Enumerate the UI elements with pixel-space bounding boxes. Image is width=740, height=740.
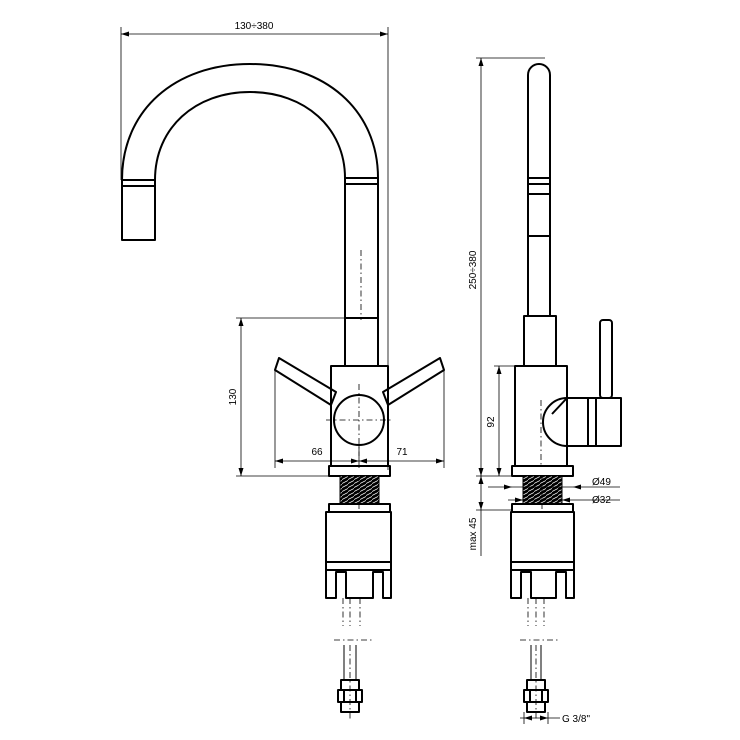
shank-diameter-label: Ø32 xyxy=(592,495,611,506)
handle-height-dimension: 92 xyxy=(486,365,515,476)
side-spout xyxy=(523,63,557,367)
front-thread xyxy=(339,475,380,505)
max-countertop-label: max 45 xyxy=(468,517,479,550)
lever-right-label: 71 xyxy=(396,447,408,458)
side-body xyxy=(514,319,622,467)
lever-left-label: 66 xyxy=(311,447,323,458)
front-view: 130÷380 xyxy=(120,21,445,720)
lever-dimensions: 66 71 xyxy=(274,370,445,468)
hose-thread-label: G 3/8" xyxy=(562,714,590,725)
max-countertop-dimension: max 45 xyxy=(468,476,511,556)
total-height-dimension: 250÷380 xyxy=(468,57,545,477)
base-diameter-label: Ø49 xyxy=(592,477,611,488)
faucet-body xyxy=(274,317,445,467)
spout xyxy=(121,63,379,320)
diameter-dimensions: Ø49 Ø32 xyxy=(488,477,620,506)
spout-reach-dimension: 130÷380 xyxy=(120,21,389,470)
body-height-dimension: 130 xyxy=(228,317,345,477)
spout-reach-label: 130÷380 xyxy=(235,21,274,32)
hose-thread-dimension: G 3/8" xyxy=(520,712,590,725)
total-height-label: 250÷380 xyxy=(468,250,479,289)
side-view: 250÷380 92 xyxy=(468,57,622,725)
side-thread xyxy=(522,475,563,505)
handle-height-label: 92 xyxy=(486,416,497,428)
front-mounting xyxy=(325,465,392,720)
side-mounting xyxy=(510,465,575,720)
body-height-label: 130 xyxy=(228,388,239,405)
